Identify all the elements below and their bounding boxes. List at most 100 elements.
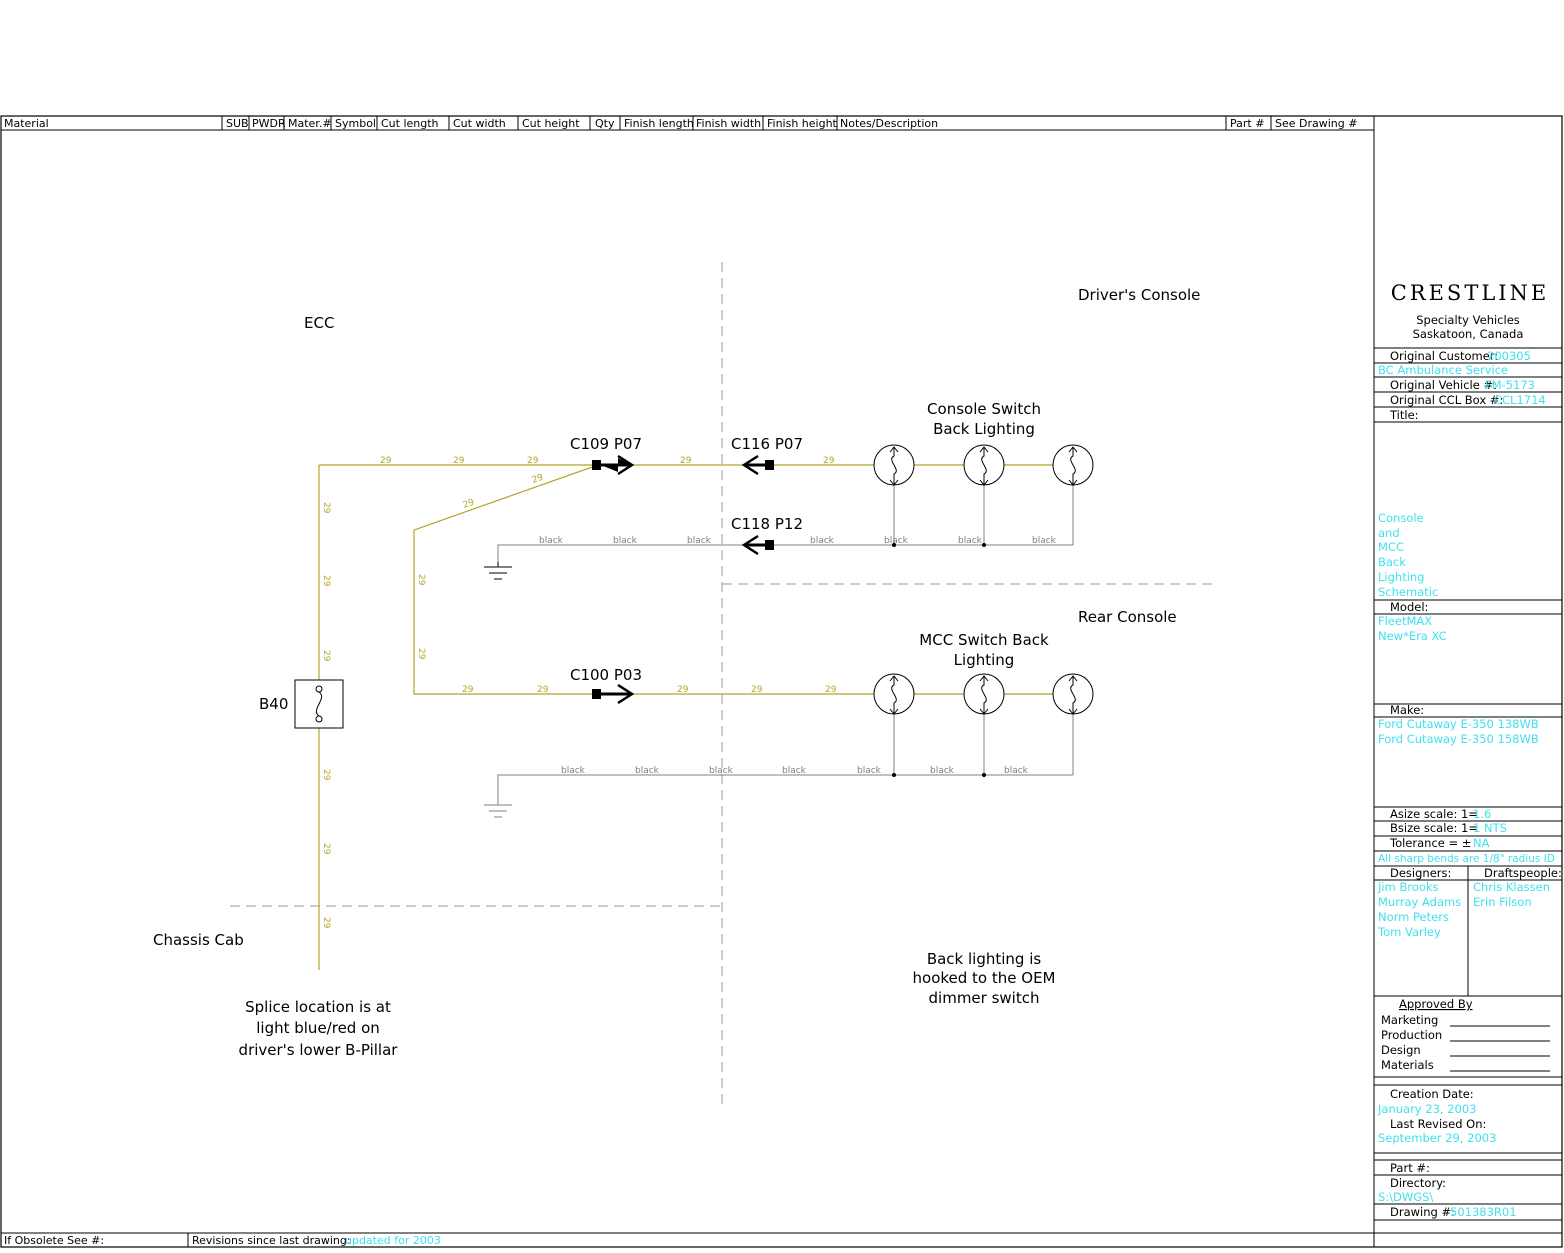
zone-chassis-cab: Chassis Cab [153, 931, 244, 949]
zone-drivers-console: Driver's Console [1078, 286, 1200, 304]
connector-icon [741, 534, 774, 556]
make-line-1: Ford Cutaway E-350 138WB [1378, 717, 1539, 731]
zone-rear-console: Rear Console [1078, 608, 1177, 626]
col-pwdr: PWDR [252, 117, 286, 130]
model-label: Model: [1390, 600, 1428, 614]
ground-icon [484, 800, 512, 818]
svg-text:and: and [1378, 526, 1400, 540]
make-line-2: Ford Cutaway E-350 158WB [1378, 732, 1539, 746]
svg-text:29: 29 [453, 456, 465, 466]
model-line-2: New*Era XC [1378, 629, 1447, 643]
col-sub: SUB [226, 117, 249, 130]
svg-text:Console: Console [1378, 511, 1424, 525]
creation-label: Creation Date: [1390, 1087, 1474, 1101]
revised-label: Last Revised On: [1390, 1117, 1486, 1131]
title-block-lines [1374, 347, 1562, 1221]
drawing-title: Console and MCC Back Lighting Schematic [1378, 511, 1438, 599]
svg-text:Murray Adams: Murray Adams [1378, 895, 1461, 909]
draftspeople-label: Draftspeople: [1484, 866, 1562, 880]
vehicle-value: FM-5173 [1485, 378, 1535, 392]
svg-text:Lighting: Lighting [1378, 570, 1424, 584]
company-sub1: Specialty Vehicles [1416, 313, 1520, 327]
company-sub2: Saskatoon, Canada [1413, 327, 1524, 341]
col-material: Material [4, 117, 49, 130]
title-label: Title: [1389, 408, 1419, 422]
col-notes: Notes/Description [840, 117, 938, 130]
connector-c100: C100 P03 [570, 666, 642, 684]
svg-text:black: black [958, 536, 983, 546]
col-symbol: Symbol [335, 117, 376, 130]
col-finish-width: Finish width [696, 117, 761, 130]
svg-text:29: 29 [677, 685, 689, 695]
col-cut-length: Cut length [381, 117, 439, 130]
svg-text:29: 29 [462, 685, 474, 695]
svg-text:Design: Design [1381, 1043, 1421, 1057]
asize-label: Asize scale: 1= [1390, 807, 1478, 821]
svg-text:29: 29 [380, 456, 392, 466]
svg-text:29: 29 [416, 648, 426, 660]
approval-lines [1450, 1025, 1550, 1072]
header-separators [221, 116, 1272, 130]
note-splice-2: light blue/red on [256, 1019, 380, 1037]
svg-text:black: black [561, 766, 586, 776]
lamp-filaments [889, 446, 1078, 715]
svg-text:black: black [1004, 766, 1029, 776]
svg-text:29: 29 [321, 502, 331, 514]
connector-icon [592, 683, 635, 705]
svg-text:Norm Peters: Norm Peters [1378, 910, 1449, 924]
svg-text:Production: Production [1381, 1028, 1442, 1042]
asize-value: 1.6 [1473, 807, 1491, 821]
svg-text:Materials: Materials [1381, 1058, 1434, 1072]
drawing-value: 501383R01 [1450, 1205, 1517, 1219]
col-cut-height: Cut height [522, 117, 580, 130]
revised-value: September 29, 2003 [1378, 1131, 1496, 1145]
col-finish-length: Finish length [624, 117, 694, 130]
svg-text:black: black [613, 536, 638, 546]
original-customer-label: Original Customer: [1390, 349, 1498, 363]
svg-text:black: black [709, 766, 734, 776]
approvals-list: Marketing Production Design Materials [1381, 1013, 1442, 1072]
svg-text:29: 29 [462, 498, 476, 511]
obsolete-label: If Obsolete See #: [4, 1234, 104, 1247]
svg-text:black: black [782, 766, 807, 776]
col-finish-height: Finish height [767, 117, 838, 130]
creation-value: January 23, 2003 [1377, 1102, 1476, 1116]
svg-text:29: 29 [531, 473, 545, 486]
col-cut-width: Cut width [453, 117, 506, 130]
svg-text:MCC: MCC [1378, 540, 1404, 554]
connector-icon [592, 454, 635, 476]
zone-ecc: ECC [304, 314, 334, 332]
svg-text:black: black [810, 536, 835, 546]
svg-text:29: 29 [321, 650, 331, 662]
connector-c118: C118 P12 [731, 515, 803, 533]
svg-text:black: black [857, 766, 882, 776]
model-line-1: FleetMAX [1378, 614, 1432, 628]
note-back-2: hooked to the OEM [913, 969, 1056, 987]
revisions-value: updated for 2003 [345, 1234, 441, 1247]
directory-label: Directory: [1390, 1176, 1446, 1190]
ground-icon [484, 562, 512, 580]
svg-text:Back: Back [1378, 555, 1406, 569]
ground-labels: black black black black black black blac… [539, 536, 1057, 776]
svg-text:black: black [687, 536, 712, 546]
console-switch-title-2: Back Lighting [933, 420, 1035, 438]
splice-dots [892, 543, 986, 777]
bends-note: All sharp bends are 1/8" radius ID [1378, 853, 1555, 865]
svg-text:Marketing: Marketing [1381, 1013, 1438, 1027]
zone-dividers [230, 262, 1216, 1105]
ccl-label: Original CCL Box #: [1390, 393, 1503, 407]
designers-list: Jim Brooks Murray Adams Norm Peters Tom … [1377, 880, 1461, 939]
col-mater-num: Mater.# [288, 117, 332, 130]
col-part-num: Part # [1230, 117, 1264, 130]
svg-text:black: black [635, 766, 660, 776]
customer-name: BC Ambulance Service [1378, 363, 1508, 377]
directory-value: S:\DWGS\ [1378, 1190, 1433, 1204]
note-back-1: Back lighting is [927, 950, 1042, 968]
svg-text:black: black [539, 536, 564, 546]
svg-text:Chris Klassen: Chris Klassen [1473, 880, 1550, 894]
svg-text:29: 29 [321, 843, 331, 855]
wire-29-labels: 29 29 29 29 29 29 29 29 29 29 29 29 29 2… [321, 456, 837, 929]
svg-text:29: 29 [321, 575, 331, 587]
